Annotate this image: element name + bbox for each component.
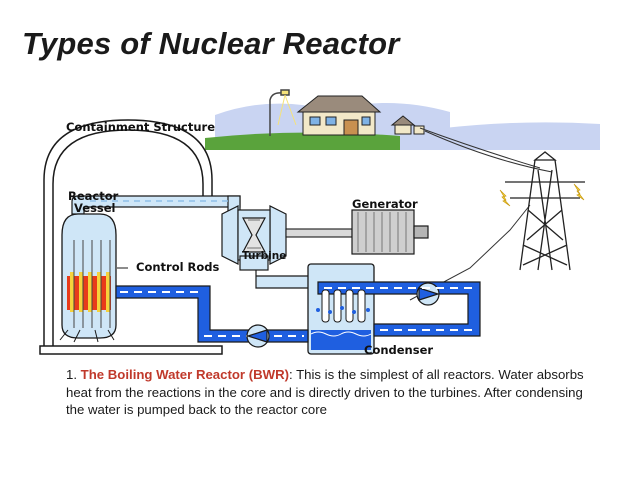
caption-highlight: The Boiling Water Reactor (BWR) xyxy=(80,367,289,382)
label-reactor-vessel-2: Vessel xyxy=(74,201,116,215)
power-lines xyxy=(409,127,553,301)
house-icon xyxy=(296,95,382,136)
slide-title: Types of Nuclear Reactor xyxy=(22,26,400,61)
label-control-rods: Control Rods xyxy=(136,260,220,274)
label-turbine: Turbine xyxy=(242,250,287,262)
caption-text: : This is the simplest of all reactors. … xyxy=(66,367,584,417)
caption-number: 1. xyxy=(66,367,77,382)
label-reactor-vessel-1: Reactor xyxy=(68,189,119,203)
street-lamp-icon xyxy=(269,89,297,136)
turbine-shaft xyxy=(285,228,353,238)
small-house-icon xyxy=(390,115,425,135)
label-generator: Generator xyxy=(352,197,418,211)
feedwater-pipe xyxy=(115,285,309,343)
label-condenser: Condenser xyxy=(364,343,434,357)
droplets xyxy=(316,306,370,314)
feedwater-pump-icon xyxy=(246,324,270,348)
cooling-pump-icon xyxy=(416,282,440,306)
turbine xyxy=(221,205,287,265)
reactor-vessel xyxy=(59,213,128,343)
cooling-coils xyxy=(321,289,366,323)
transmission-tower-icon xyxy=(505,151,585,271)
generator xyxy=(351,209,429,255)
fuel-rods xyxy=(70,272,110,312)
cooling-water-pipe xyxy=(317,281,481,337)
caption: 1. The Boiling Water Reactor (BWR): This… xyxy=(66,366,586,419)
control-rods xyxy=(73,240,111,328)
label-containment: Containment Structure xyxy=(66,120,215,134)
spark-icon xyxy=(499,183,585,207)
